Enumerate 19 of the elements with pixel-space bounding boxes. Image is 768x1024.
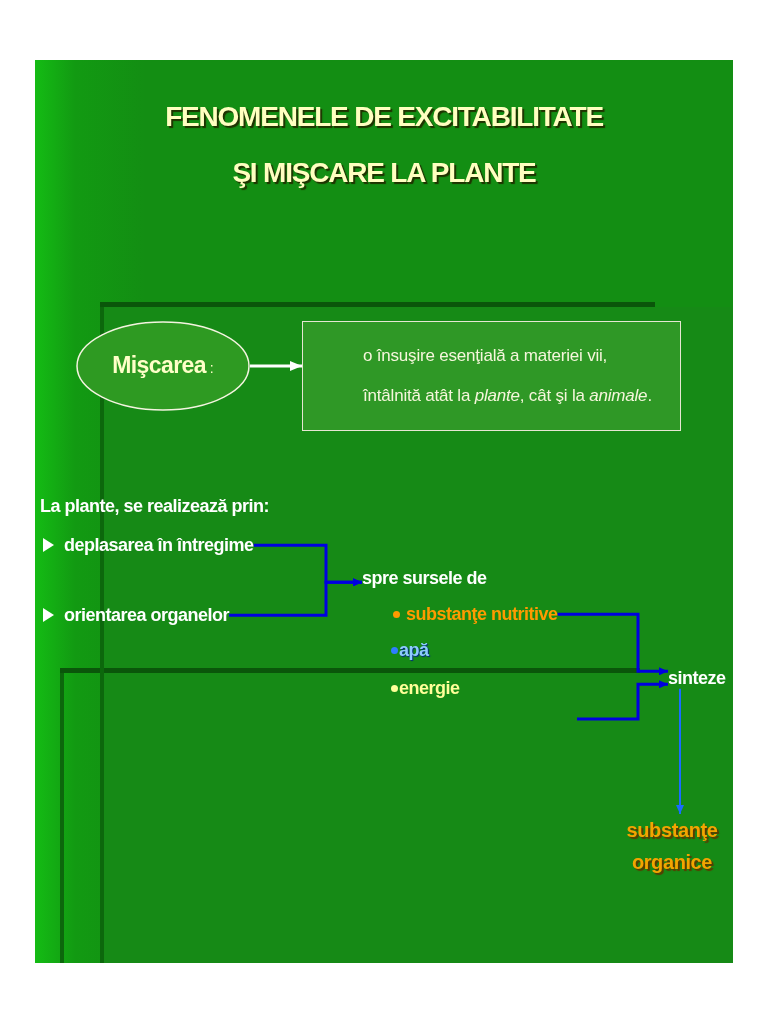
arrow	[557, 612, 668, 676]
ellipse-shape	[76, 321, 250, 411]
flow-text: sinteze	[668, 668, 726, 689]
list-item-text: orientarea organelor	[64, 605, 230, 626]
list-item-text: energie	[399, 678, 460, 699]
arrow	[229, 578, 362, 617]
node-text: Mişcarea :	[112, 353, 214, 379]
arrow	[676, 687, 684, 815]
list-item-text: substanţe nutritive	[406, 604, 558, 625]
slide-title: FENOMENELE DE EXCITABILITATE ŞI MIŞCARE LA PLANTE	[164, 100, 604, 190]
arrow	[250, 361, 302, 371]
intro-text: La plante, se realizează prin:	[40, 496, 270, 517]
list-item-text: apă	[399, 640, 429, 661]
list-item-text: deplasarea în întregime	[64, 535, 254, 556]
flow-text: spre sursele de	[362, 568, 487, 589]
arrow	[577, 680, 668, 721]
text-box	[302, 321, 681, 431]
description-text: o însuşire esenţială a materiei vii, întâlnită atât la plante, cât şi la animale.	[363, 345, 653, 407]
flow-text: substanţe organice	[626, 814, 718, 878]
